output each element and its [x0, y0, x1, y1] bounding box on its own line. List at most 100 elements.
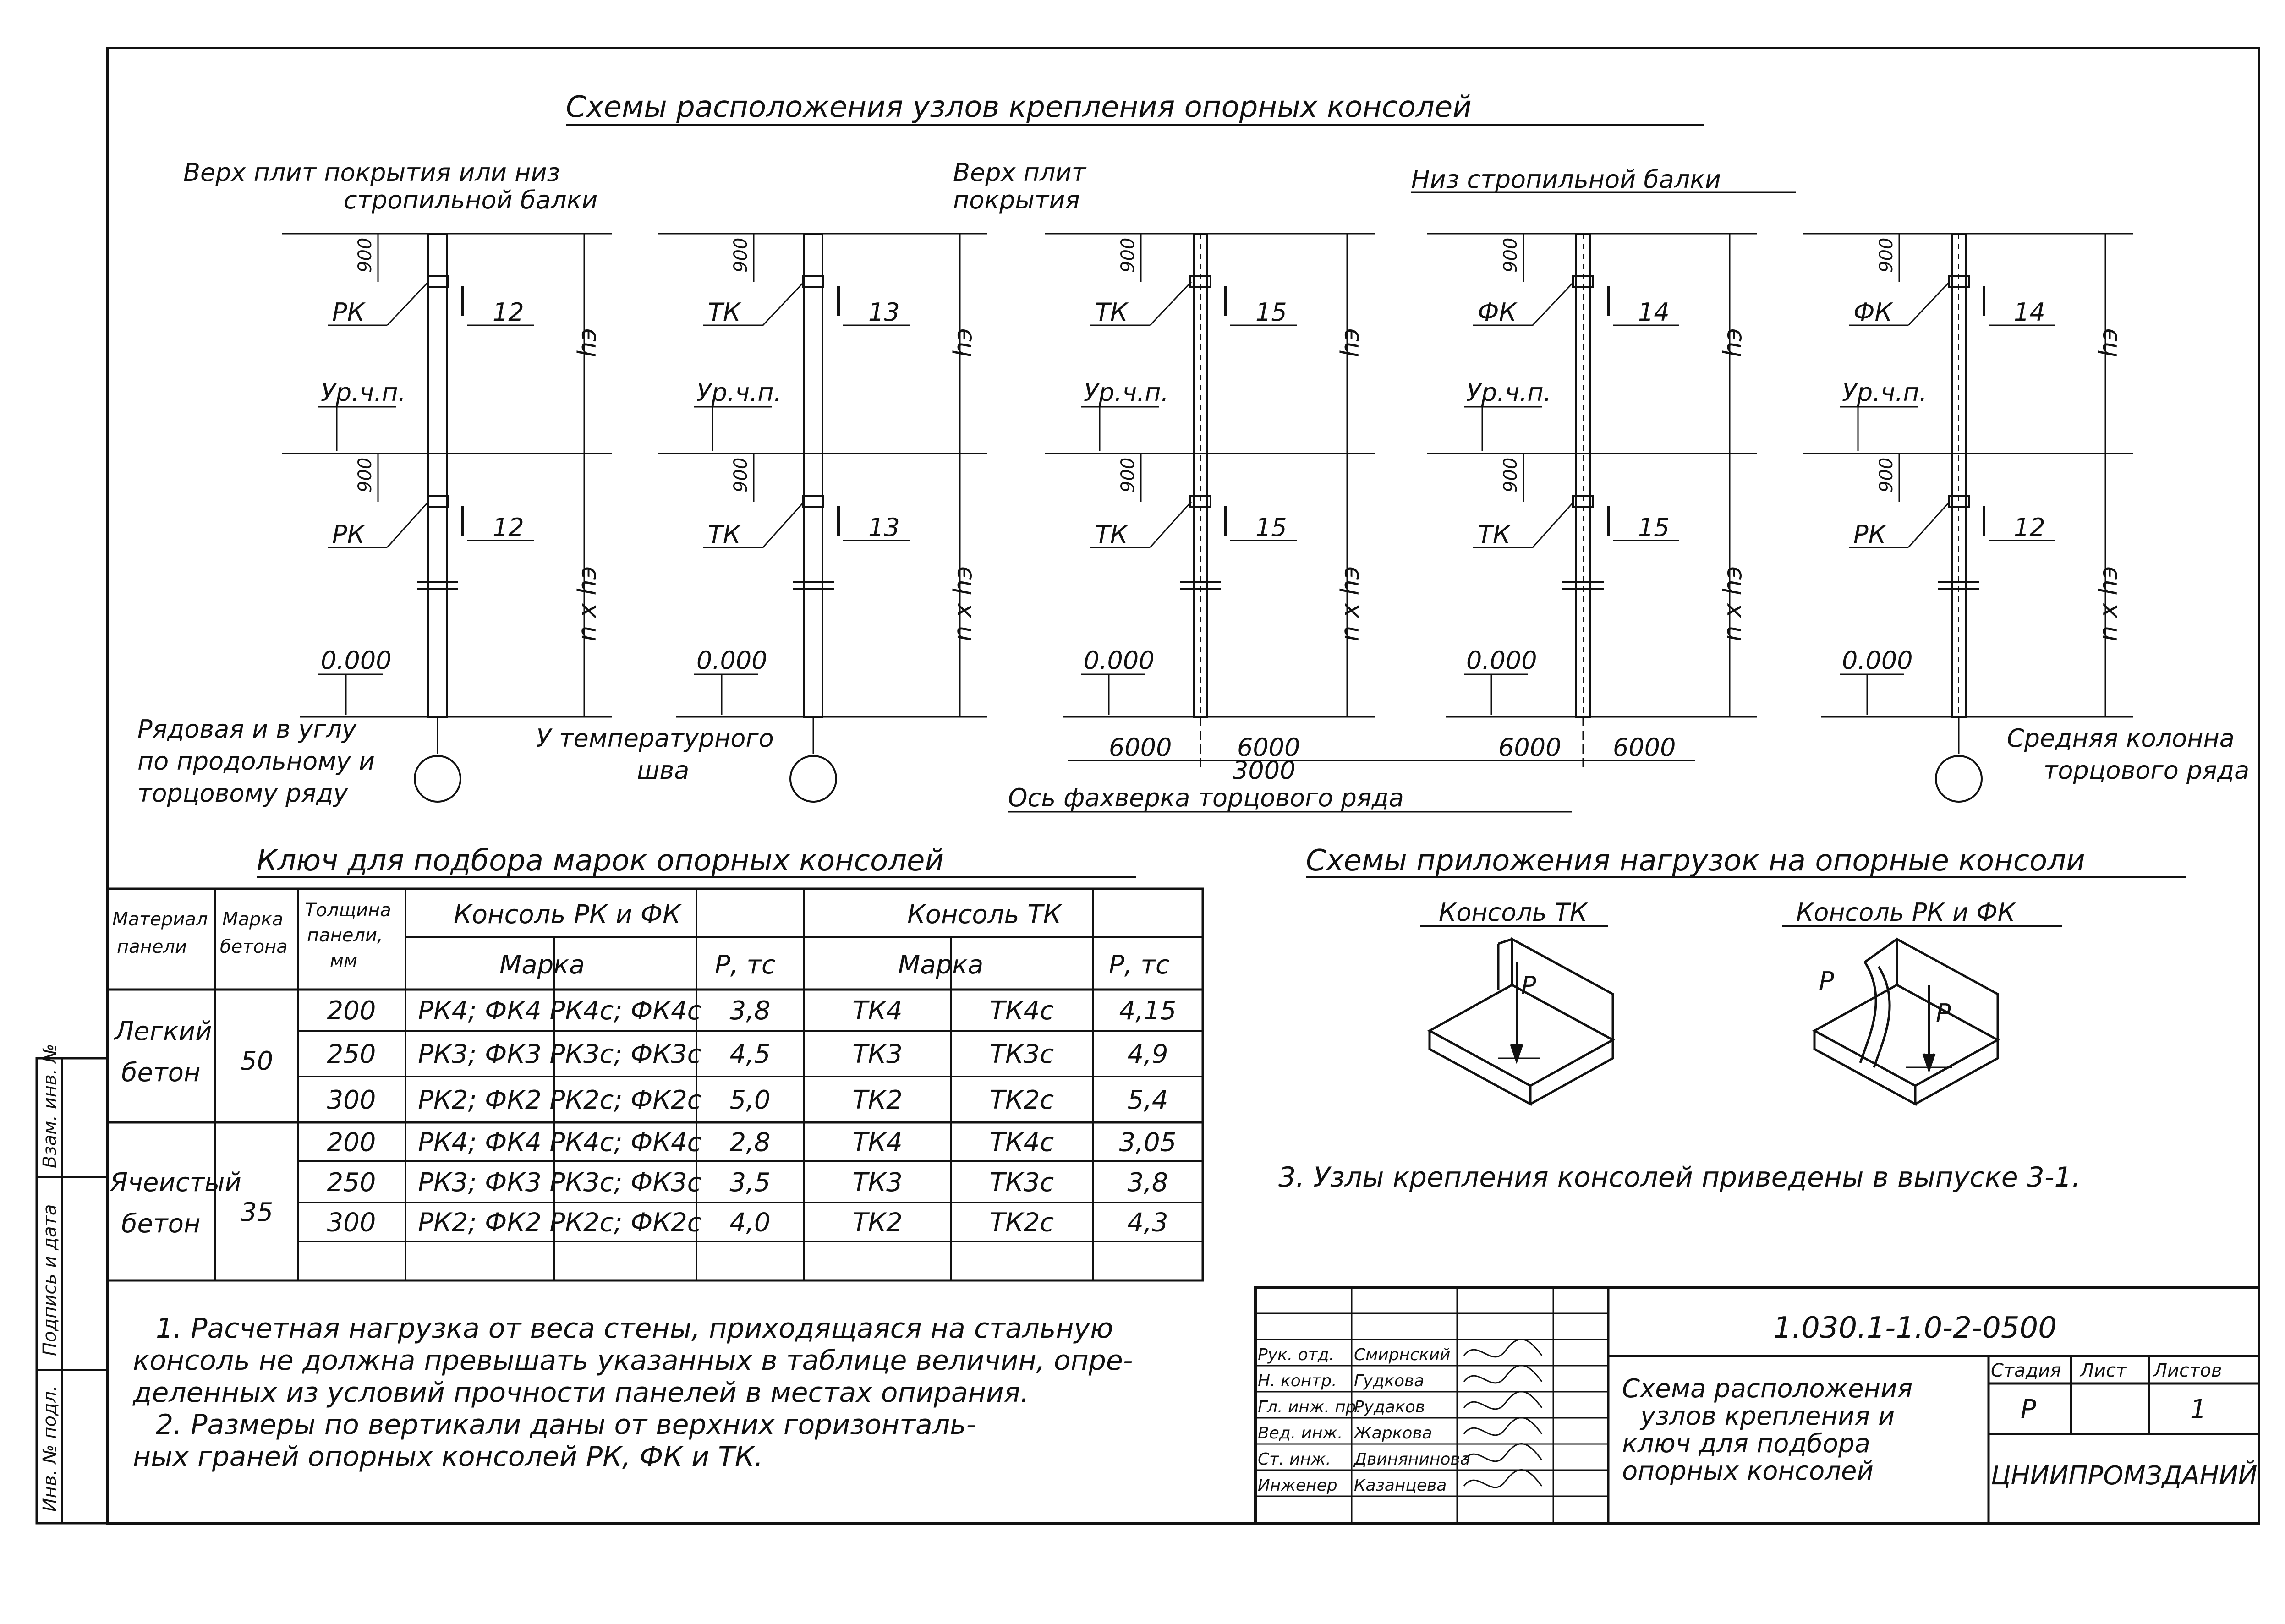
- console-upper: [427, 275, 449, 288]
- console-lower: [427, 495, 449, 508]
- table-cell: 2,8: [729, 1128, 770, 1158]
- console-upper-num: 15: [1255, 298, 1287, 327]
- stamp-stage-h: Стадия: [1991, 1360, 2061, 1381]
- table-cell: 4,0: [729, 1208, 770, 1238]
- table-cell: 3,5: [729, 1168, 770, 1197]
- axis-circle: [1935, 755, 1983, 803]
- console-lower: [802, 495, 824, 508]
- dim-900: 900: [1118, 238, 1139, 273]
- floor-label: Ур.ч.п.: [321, 378, 406, 407]
- console-lower-num: 12: [2014, 513, 2045, 542]
- table-cell: ТК3с: [990, 1168, 1054, 1197]
- console-upper-label: РК: [332, 298, 366, 327]
- table-cell: РК4с; ФК4с: [550, 996, 701, 1026]
- stamp-desc-1: Схема расположения: [1622, 1374, 1912, 1404]
- h-label: hэ: [573, 328, 602, 357]
- stamp-stage: Р: [2021, 1394, 2036, 1424]
- zero-label: 0.000: [696, 646, 767, 675]
- stamp-sheets-h: Листов: [2153, 1360, 2222, 1381]
- p-label-tk: Р: [1521, 971, 1536, 1000]
- axis-circle: [414, 755, 461, 803]
- bottom-note-1c: торцовому ряду: [137, 779, 348, 808]
- table-cell: РК2с; ФК2с: [550, 1085, 701, 1115]
- signature-mark: [1463, 1443, 1543, 1462]
- material-1a: Легкий: [114, 1017, 212, 1046]
- table-cell: 200: [327, 996, 376, 1026]
- stamp-role: Рук. отд.: [1258, 1345, 1334, 1364]
- console-tk-sketch: [1427, 937, 1616, 1106]
- note-2-line-2: ных граней опорных консолей РК, ФК и ТК.: [133, 1441, 763, 1473]
- console-lower-label: ТК: [1478, 520, 1512, 549]
- table-cell: 4,5: [729, 1039, 770, 1069]
- console-upper: [802, 275, 824, 288]
- stamp-name: Жаркова: [1353, 1424, 1432, 1443]
- table-cell: РК2; ФК2: [418, 1085, 541, 1115]
- hdr-p-rk: Р, тс: [715, 950, 776, 980]
- floor-label: Ур.ч.п.: [1466, 378, 1551, 407]
- bottom-note-5a: Средняя колонна: [2007, 724, 2235, 753]
- col3-top-label-1: Верх плит: [953, 158, 1087, 187]
- table-cell: 3,8: [1127, 1168, 1168, 1197]
- signature-mark: [1463, 1469, 1543, 1488]
- bottom-note-1a: Рядовая и в углу: [137, 715, 357, 744]
- h-label: hэ: [1718, 328, 1747, 357]
- stamp-frame: [1254, 1286, 2260, 1525]
- bottom-note-2b: шва: [637, 756, 689, 785]
- zero-label: 0.000: [321, 646, 392, 675]
- stamp-desc-2: узлов крепления и: [1639, 1401, 1895, 1431]
- console-lower-label: РК: [332, 520, 366, 549]
- stamp-role: Ст. инж.: [1258, 1450, 1331, 1469]
- h-label: hэ: [1336, 328, 1364, 357]
- dim-900: 900: [1876, 458, 1897, 492]
- axis-circle: [789, 755, 837, 803]
- console-upper-label: ТК: [1095, 298, 1129, 327]
- nh-label: n x hэ: [1336, 566, 1364, 641]
- console-upper-label: ФК: [1853, 298, 1893, 327]
- table-cell: 200: [327, 1128, 376, 1158]
- dim-6000-a: 6000: [1109, 733, 1172, 762]
- floor-label: Ур.ч.п.: [696, 378, 782, 407]
- console-upper-num: 14: [2014, 298, 2045, 327]
- table-cell: РК3; ФК3: [418, 1168, 541, 1197]
- dim-900: 900: [355, 238, 376, 273]
- console-lower-num: 15: [1638, 513, 1670, 542]
- table-cell: ТК3: [852, 1168, 903, 1197]
- table-cell: 5,0: [729, 1085, 770, 1115]
- stamp-sheet-h: Лист: [2079, 1360, 2127, 1381]
- hdr-thick-1: Толщина: [305, 900, 391, 921]
- table-cell: 4,3: [1127, 1208, 1168, 1238]
- table-cell: 250: [327, 1039, 376, 1069]
- sheet-frame: [106, 47, 2260, 1525]
- signature-mark: [1463, 1365, 1543, 1384]
- table-cell: 3,8: [729, 996, 770, 1026]
- zero-label: 0.000: [1466, 646, 1537, 675]
- console-upper-num: 13: [868, 298, 900, 327]
- console-upper-label: ФК: [1478, 298, 1518, 327]
- bottom-note-1b: по продольному и: [137, 747, 375, 776]
- dim-6000-b: 6000: [1237, 733, 1300, 762]
- zero-label: 0.000: [1084, 646, 1155, 675]
- console-upper-num: 14: [1638, 298, 1670, 327]
- console-lower-num: 12: [493, 513, 524, 542]
- nh-label: n x hэ: [573, 566, 602, 641]
- dim-900: 900: [1500, 458, 1521, 492]
- table-cell: ТК2: [852, 1085, 903, 1115]
- console-lower-label: РК: [1853, 520, 1887, 549]
- schemes-title: Схемы расположения узлов крепления опорн…: [566, 90, 1472, 124]
- table-cell: ТК3: [852, 1039, 903, 1069]
- material-1b: бетон: [121, 1058, 200, 1088]
- load-rk-label: Консоль РК и ФК: [1796, 898, 2016, 927]
- load-title: Схемы приложения нагрузок на опорные кон…: [1306, 844, 2085, 878]
- table-cell: ТК4с: [990, 1128, 1054, 1158]
- table-cell: РК4; ФК4: [418, 1128, 541, 1158]
- dim-900: 900: [355, 458, 376, 492]
- left-strip: Взам. инв. № Подпись и дата Инв. № подл.: [35, 1044, 109, 1525]
- table-cell: РК4с; ФК4с: [550, 1128, 701, 1158]
- axis-label: Ось фахверка торцового ряда: [1008, 783, 1404, 812]
- dim-6000-c: 6000: [1498, 733, 1561, 762]
- table-cell: 300: [327, 1208, 376, 1238]
- hdr-grade-2: бетона: [220, 936, 288, 957]
